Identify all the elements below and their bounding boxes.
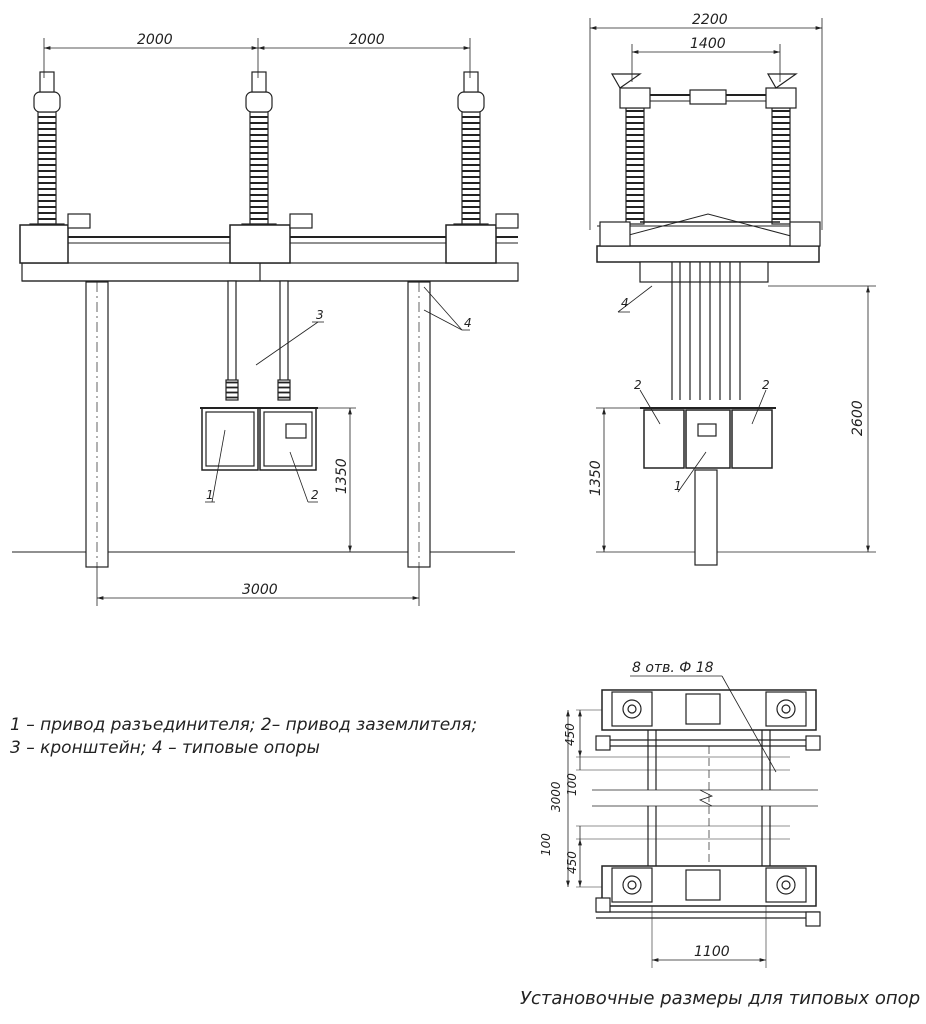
dim-plan-total-3000: 3000 bbox=[549, 781, 563, 812]
plan-view-caption: Установочные размеры для типовых опор bbox=[520, 988, 921, 1009]
dim-plan-top-450: 450 bbox=[563, 723, 577, 746]
holes-note: 8 отв. Ф 18 bbox=[632, 660, 714, 676]
drive-box-1 bbox=[201, 407, 259, 471]
callout-2-front: 2 bbox=[311, 488, 319, 502]
dim-pole-spacing: 1400 bbox=[690, 36, 726, 52]
dim-drive-height-side: 1350 bbox=[588, 460, 604, 496]
callout-4-front: 4 bbox=[464, 316, 472, 330]
side-drive-box-center bbox=[685, 409, 731, 469]
callout-4-side: 4 bbox=[621, 296, 629, 310]
side-drive-box-left bbox=[643, 409, 685, 469]
dim-span-right: 2000 bbox=[349, 32, 385, 48]
dim-drive-height-front: 1350 bbox=[334, 458, 350, 494]
dim-plan-width-1100: 1100 bbox=[694, 944, 730, 960]
legend: 1 – привод разъединителя; 2– привод зазе… bbox=[10, 714, 477, 760]
dim-frame-height: 2600 bbox=[850, 400, 866, 436]
callout-1-front: 1 bbox=[206, 488, 214, 502]
legend-line-1: 1 – привод разъединителя; 2– привод зазе… bbox=[10, 715, 478, 735]
dim-support-spacing: 3000 bbox=[242, 582, 278, 598]
insulator-right bbox=[453, 71, 489, 239]
plan-view bbox=[566, 675, 821, 968]
main-frame bbox=[21, 262, 519, 282]
insulator-center bbox=[241, 71, 277, 239]
legend-line-2: 3 – кронштейн; 4 – типовые опоры bbox=[10, 738, 320, 758]
side-drive-box-right bbox=[731, 409, 773, 469]
callout-2-side-left: 2 bbox=[634, 378, 642, 392]
dim-overall-width: 2200 bbox=[692, 12, 728, 28]
dim-plan-bottom-450: 450 bbox=[565, 851, 579, 874]
callout-2-side-right: 2 bbox=[762, 378, 770, 392]
dim-plan-top-100: 100 bbox=[565, 773, 579, 796]
drive-box-2 bbox=[259, 407, 317, 471]
insulator-left bbox=[29, 71, 65, 239]
side-post bbox=[694, 469, 718, 566]
callout-3-front: 3 bbox=[316, 308, 324, 322]
dim-span-left: 2000 bbox=[137, 32, 173, 48]
dim-plan-bottom-100: 100 bbox=[539, 833, 553, 856]
callout-1-side: 1 bbox=[674, 479, 682, 493]
front-view bbox=[12, 38, 519, 606]
side-view bbox=[589, 18, 876, 566]
